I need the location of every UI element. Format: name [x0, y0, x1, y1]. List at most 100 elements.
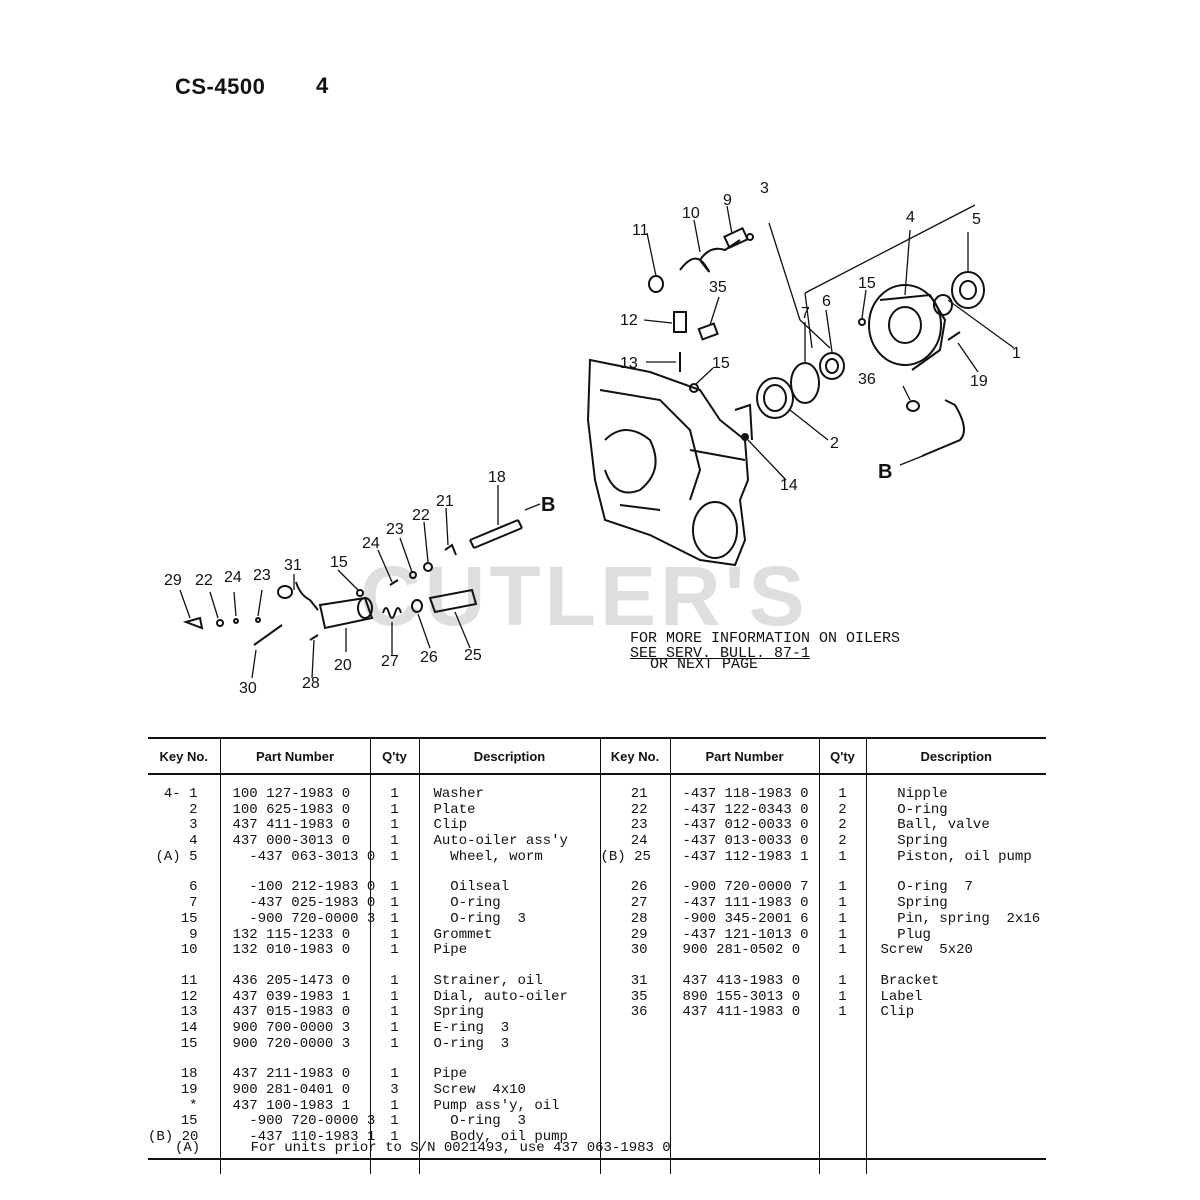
callout-18: 18	[488, 469, 506, 486]
left-qty-value: 1	[390, 972, 399, 989]
callout-13: 13	[620, 355, 638, 372]
right-qty-value: 2	[838, 817, 847, 834]
right-pn-value: 900 281-0502 0	[682, 942, 801, 959]
right-qty-value: 1	[838, 988, 847, 1005]
callout-3: 3	[760, 180, 769, 197]
left-desc-value: O-ring 3	[433, 1113, 526, 1130]
left-key-value: 7	[189, 895, 198, 912]
right-key-value: 27	[630, 895, 648, 912]
col-qty-right: Q'ty	[818, 737, 866, 775]
right-key-value: (B) 25	[600, 848, 651, 865]
left-pn-value: -437 025-1983 0	[232, 895, 376, 912]
right-desc-value: O-ring 7	[880, 879, 973, 896]
left-desc-value: Pipe	[433, 942, 468, 959]
right-pn-value: 890 155-3013 0	[682, 988, 801, 1005]
parts-table: Key No. Part Number Q'ty Description Key…	[148, 737, 1046, 1174]
callout-22b: 22	[412, 507, 430, 524]
left-qty-value: 1	[390, 817, 399, 834]
right-pn-value: -437 121-1013 0	[682, 926, 809, 943]
callout-25: 25	[464, 647, 482, 664]
col-key-right: Key No.	[599, 737, 670, 775]
right-pn-value: 437 413-1983 0	[682, 972, 801, 989]
left-desc-value: E-ring 3	[433, 1019, 510, 1036]
left-pn-value: 900 700-0000 3	[232, 1019, 351, 1036]
right-qty-value: 1	[838, 926, 847, 943]
left-pn-value: 132 115-1233 0	[232, 926, 351, 943]
left-pn-value: 437 211-1983 0	[232, 1066, 351, 1083]
right-pn-value: -437 118-1983 0	[682, 786, 809, 802]
right-key-value: 21	[630, 786, 648, 802]
left-pn-value: 437 039-1983 1	[232, 988, 351, 1005]
callout-30: 30	[239, 680, 257, 697]
row-group: -100 212-1983 0 -437 025-1983 0 -900 720…	[232, 880, 376, 959]
left-qty-value: 1	[390, 801, 399, 818]
left-qty-value: 1	[390, 988, 399, 1005]
callout-20: 20	[334, 657, 352, 674]
callout-19: 19	[970, 373, 988, 390]
right-desc-value: Piston, oil pump	[880, 848, 1032, 865]
left-desc-value: Strainer, oil	[433, 972, 543, 989]
callout-35: 35	[709, 279, 727, 296]
right-desc-value: Pin, spring 2x16	[880, 910, 1041, 927]
left-pn-value: 100 625-1983 0	[232, 801, 351, 818]
left-pn-value: -900 720-0000 3	[232, 910, 376, 927]
note-line-3: OR NEXT PAGE	[650, 656, 759, 673]
left-pn-value: -900 720-0000 3	[232, 1113, 376, 1130]
auto-oiler-body	[868, 284, 942, 366]
right-key-value: 31	[630, 972, 648, 989]
callout-11: 11	[632, 222, 649, 239]
right-desc-value: Screw 5x20	[880, 942, 973, 959]
left-pn-value: 437 015-1983 0	[232, 1004, 351, 1021]
left-desc-value: Pump ass'y, oil	[433, 1097, 560, 1114]
col-qty-left: Q'ty	[369, 737, 419, 775]
callout-6: 6	[822, 293, 831, 310]
row-group: Nipple O-ring Ball, valve Spring Piston,…	[880, 786, 1047, 865]
left-desc-value: O-ring 3	[433, 1035, 510, 1052]
left-key-value: 6	[189, 879, 198, 896]
left-key-value: 15	[180, 1035, 198, 1052]
right-key-value: 35	[630, 988, 648, 1005]
callout-26: 26	[420, 649, 438, 666]
callout-15a: 15	[858, 275, 876, 292]
left-qty-value: 1	[390, 848, 399, 865]
right-pn-value: -437 122-0343 0	[682, 801, 809, 818]
right-desc-value: Nipple	[880, 786, 948, 802]
right-desc-value: Spring	[880, 895, 948, 912]
left-pn-value: 436 205-1473 0	[232, 972, 351, 989]
right-desc-value: Bracket	[880, 972, 940, 989]
left-qty-value: 3	[390, 1082, 399, 1098]
callout-4: 4	[906, 209, 915, 226]
callout-24b: 24	[362, 535, 380, 552]
col-part-left: Part Number	[219, 737, 370, 775]
left-pn-value: -437 063-3013 0	[232, 848, 376, 865]
right-qty-value: 2	[838, 833, 847, 850]
footnote-a-text: For units prior to S/N 0021493, use 437 …	[250, 1140, 671, 1156]
left-qty-value: 1	[390, 1035, 399, 1052]
right-desc-value: Clip	[880, 1004, 915, 1021]
left-pn-value: -437 110-1983 1	[232, 1129, 376, 1146]
right-desc-cell: Nipple O-ring Ball, valve Spring Piston,…	[865, 774, 1047, 1174]
callout-23a: 23	[253, 567, 271, 584]
left-qty-value: 1	[390, 1019, 399, 1036]
left-key-value: *	[189, 1097, 198, 1114]
model-title: CS-4500	[175, 74, 266, 99]
left-pn-value: 100 127-1983 0	[232, 786, 351, 802]
right-pn-value: 437 411-1983 0	[682, 1004, 801, 1021]
left-pn-value: 437 000-3013 0	[232, 833, 351, 850]
left-qty-value: 1	[390, 942, 399, 959]
left-key-value: 2	[189, 801, 198, 818]
left-desc-value: Spring	[433, 1004, 484, 1021]
left-pn-value: 132 010-1983 0	[232, 942, 351, 959]
